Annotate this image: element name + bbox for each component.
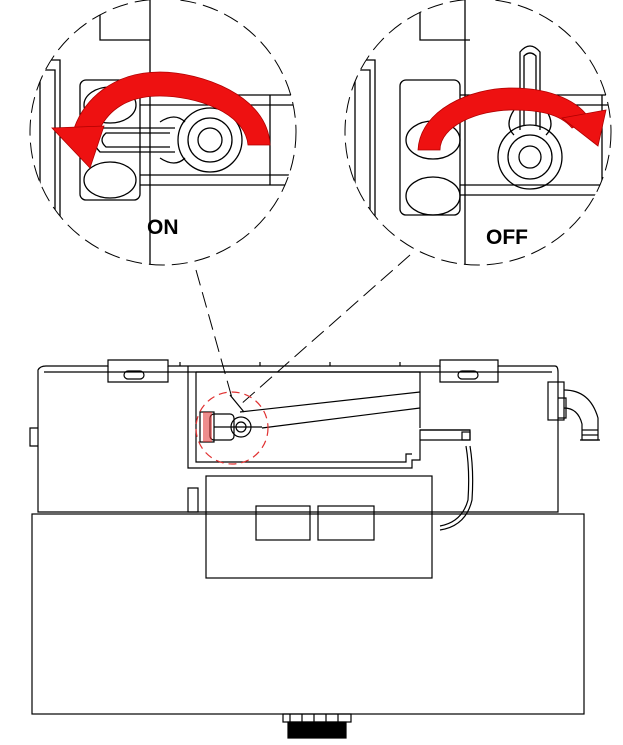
- label-off: OFF: [486, 226, 528, 249]
- valve-highlight-mark: [203, 412, 212, 442]
- rotate-cw-arrow-icon: [417, 87, 607, 151]
- housing-outline: [39, 0, 151, 265]
- cable: [439, 445, 470, 527]
- label-on: ON: [147, 216, 179, 239]
- callout-off: OFF: [344, 0, 612, 266]
- lid-outline: [37, 359, 559, 513]
- valve-highlight-circle: [195, 391, 269, 465]
- display-window-left: [255, 505, 311, 541]
- display-window-right: [317, 505, 375, 541]
- leader-line-off: [239, 254, 411, 406]
- base-housing: [31, 513, 585, 715]
- latch-left: [107, 366, 169, 383]
- valve-unit: [29, 359, 600, 739]
- elbow-fitting: [547, 381, 600, 441]
- display-panel: [205, 475, 433, 579]
- latch-right: [439, 366, 499, 383]
- valve-handle-icon: [497, 45, 563, 190]
- callout-circle-on: [29, 0, 297, 266]
- leader-line-on: [195, 269, 233, 399]
- callout-circle-off: [344, 0, 612, 266]
- valve-compartment: [187, 366, 471, 469]
- leader-lines: [195, 254, 411, 406]
- rotate-ccw-arrow-icon: [51, 71, 271, 169]
- callout-on: ON: [29, 0, 297, 266]
- bottom-connector: [282, 713, 352, 739]
